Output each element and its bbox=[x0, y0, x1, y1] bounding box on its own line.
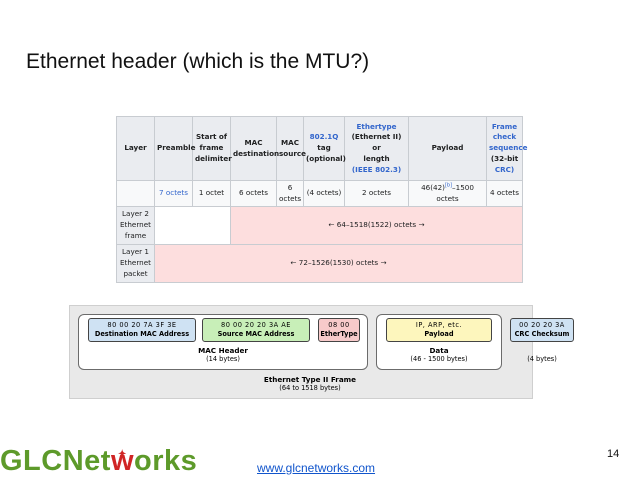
frame-caption: Ethernet Type II Frame (64 to 1518 bytes… bbox=[190, 375, 430, 393]
ethertype-value: 08 00 bbox=[328, 321, 350, 329]
header-mac-dst-line: destination bbox=[233, 148, 280, 158]
link-crc[interactable]: CRC) bbox=[494, 164, 515, 174]
ethertype-label: EtherType bbox=[320, 330, 358, 338]
link-ethertype[interactable]: Ethertype bbox=[356, 121, 397, 131]
header-sfd-line: frame bbox=[199, 143, 224, 153]
source-mac-value: 80 00 20 20 3A AE bbox=[221, 321, 291, 329]
website-link[interactable]: www.glcnetworks.com bbox=[257, 461, 376, 475]
destination-mac-label: Destination MAC Address bbox=[94, 330, 190, 338]
glcnetworks-logo: GLCNetworks ✦ bbox=[0, 444, 197, 478]
data-caption: Data (46 - 1500 bytes) bbox=[376, 346, 502, 364]
data-size: (46 - 1500 bytes) bbox=[410, 355, 468, 363]
crc-label: CRC Checksum bbox=[514, 330, 570, 338]
link-8021q[interactable]: 802.1Q bbox=[309, 132, 339, 142]
crc-size: (4 bytes) bbox=[527, 355, 557, 363]
link-fcs[interactable]: sequence bbox=[489, 143, 528, 153]
header-payload: Payload bbox=[408, 116, 487, 181]
size-payload-max: –1500 octets bbox=[436, 182, 474, 203]
payload-field: IP, ARP, etc. Payload bbox=[386, 318, 492, 342]
header-tag-line: tag bbox=[317, 143, 331, 153]
layer2-row: Layer 2 Ethernet frame ← 64–1518(1522) o… bbox=[116, 206, 523, 245]
size-payload: 46(42)[b]–1500 octets bbox=[408, 180, 487, 207]
data-title: Data bbox=[429, 346, 449, 355]
layer1-span: ← 72–1526(1530) octets → bbox=[154, 244, 523, 283]
source-mac-label: Source MAC Address bbox=[217, 330, 295, 338]
payload-value: IP, ARP, etc. bbox=[415, 321, 463, 329]
size-payload-min: 46(42) bbox=[421, 182, 445, 192]
size-mac-destination: 6 octets bbox=[230, 180, 277, 207]
header-mac-destination: MAC destination bbox=[230, 116, 280, 181]
header-ethertype: Ethertype (Ethernet II) or length (IEEE … bbox=[344, 116, 409, 181]
layer1-label: Layer 1 Ethernet packet bbox=[116, 244, 155, 283]
crc-field: 00 20 20 3A CRC Checksum bbox=[510, 318, 574, 342]
header-sfd: Start of frame delimiter bbox=[192, 116, 232, 181]
link-fcs[interactable]: check bbox=[492, 132, 517, 142]
header-mac-source: MAC source bbox=[276, 116, 307, 181]
layer2-blank bbox=[154, 206, 231, 245]
header-mac-src-line: MAC bbox=[281, 137, 299, 147]
header-tag-line: (optional) bbox=[306, 153, 346, 163]
header-preamble: Preamble bbox=[154, 116, 196, 181]
source-mac-field: 80 00 20 20 3A AE Source MAC Address bbox=[202, 318, 310, 342]
size-preamble: 7 octets bbox=[154, 180, 193, 207]
frame-size: (64 to 1518 bytes) bbox=[279, 384, 341, 392]
size-row: 7 octets 1 octet 6 octets 6 octets (4 oc… bbox=[116, 180, 523, 207]
size-tag: (4 octets) bbox=[303, 180, 345, 207]
logo-sparkle-icon: ✦ bbox=[118, 449, 127, 460]
ethernet-type2-diagram: 80 00 20 7A 3F 3E Destination MAC Addres… bbox=[69, 305, 574, 399]
link-fcs[interactable]: Frame bbox=[491, 121, 518, 131]
size-mac-src-line: 6 bbox=[287, 182, 293, 192]
size-ethertype: 2 octets bbox=[344, 180, 409, 207]
mac-header-size: (14 bytes) bbox=[206, 355, 240, 363]
header-fcs: Frame check sequence (32-bit CRC) bbox=[486, 116, 528, 181]
footnote-b[interactable]: [b] bbox=[444, 182, 453, 189]
ethernet-frame-table: Layer Preamble Start of frame delimiter … bbox=[116, 116, 528, 283]
layer1-label-line: Ethernet bbox=[120, 258, 151, 268]
ethertype-field: 08 00 EtherType bbox=[318, 318, 360, 342]
destination-mac-field: 80 00 20 7A 3F 3E Destination MAC Addres… bbox=[88, 318, 196, 342]
logo-part: GLCNet bbox=[0, 445, 111, 477]
destination-mac-value: 80 00 20 7A 3F 3E bbox=[107, 321, 177, 329]
header-row: Layer Preamble Start of frame delimiter … bbox=[116, 116, 528, 181]
logo-part-accent: w bbox=[110, 445, 135, 477]
layer1-label-line: packet bbox=[123, 268, 148, 278]
link-octets[interactable]: 7 octets bbox=[158, 188, 188, 198]
mac-header-title: MAC Header bbox=[198, 346, 248, 355]
layer2-label: Layer 2 Ethernet frame bbox=[116, 206, 155, 245]
header-ethertype-line: (Ethernet II) or bbox=[351, 132, 402, 153]
layer2-label-line: Ethernet bbox=[120, 220, 151, 230]
layer1-label-line: Layer 1 bbox=[122, 247, 149, 257]
header-8021q-tag: 802.1Q tag (optional) bbox=[303, 116, 346, 181]
crc-value: 00 20 20 3A bbox=[519, 321, 565, 329]
frame-title: Ethernet Type II Frame bbox=[263, 375, 357, 384]
size-mac-source: 6 octets bbox=[276, 180, 304, 207]
size-mac-src-line: octets bbox=[279, 193, 302, 203]
mac-header-caption: MAC Header (14 bytes) bbox=[78, 346, 368, 364]
page-number: 14 bbox=[607, 448, 620, 460]
header-layer: Layer bbox=[116, 116, 155, 181]
layer2-label-line: frame bbox=[124, 230, 147, 240]
slide-title: Ethernet header (which is the MTU?) bbox=[26, 50, 370, 73]
size-fcs: 4 octets bbox=[486, 180, 523, 207]
header-mac-dst-line: MAC bbox=[244, 137, 263, 147]
crc-caption: (4 bytes) bbox=[510, 355, 574, 363]
logo-part: orks bbox=[134, 445, 198, 477]
payload-label: Payload bbox=[424, 330, 454, 338]
size-layer-empty bbox=[116, 180, 155, 207]
header-sfd-line: Start of bbox=[195, 132, 227, 142]
layer1-row: Layer 1 Ethernet packet ← 72–1526(1530) … bbox=[116, 244, 523, 283]
header-mac-src-line: source bbox=[279, 148, 307, 158]
header-fcs-line: (32-bit bbox=[490, 153, 519, 163]
link-ieee-8023[interactable]: (IEEE 802.3) bbox=[351, 164, 402, 174]
layer2-span: ← 64–1518(1522) octets → bbox=[230, 206, 523, 245]
layer2-label-line: Layer 2 bbox=[122, 209, 149, 219]
header-ethertype-line: length bbox=[363, 153, 390, 163]
size-sfd: 1 octet bbox=[192, 180, 231, 207]
header-sfd-line: delimiter bbox=[195, 153, 232, 163]
